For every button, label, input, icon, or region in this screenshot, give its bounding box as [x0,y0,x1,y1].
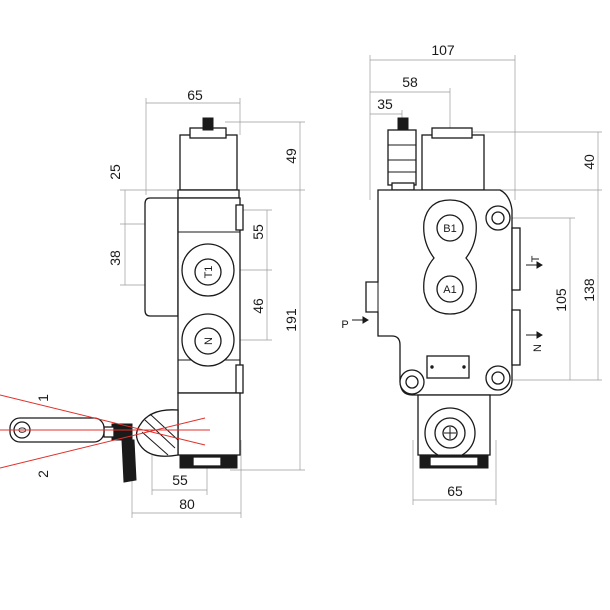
port-p-label: P [341,319,348,331]
port-n-left-label: N [203,337,215,345]
right-connector [387,129,417,186]
dim-right-65: 65 [447,483,463,499]
right-view: B1 A1 P T N 107 58 35 40 138 105 65 [341,42,602,505]
dim-right-58: 58 [402,74,418,90]
right-dimension-lines [369,55,602,505]
lever-pos-1: 1 [35,394,51,402]
dim-right-40: 40 [581,154,597,170]
dim-left-191: 191 [283,308,299,332]
port-n-right-label: N [532,344,544,352]
dim-left-55: 55 [250,224,266,240]
left-view: T1 N 0 1 2 65 49 25 38 [0,87,305,518]
left-side-block [144,197,179,317]
port-n-left-inner [194,327,222,355]
lever-travel [0,394,210,469]
port-a1 [436,275,464,303]
dim-left-49: 49 [283,148,299,164]
port-t1-inner [194,258,222,286]
right-top-stud [397,117,409,131]
name-plate [426,355,470,379]
right-top-block [421,134,485,191]
dim-right-107: 107 [431,42,455,58]
dim-right-105: 105 [553,288,569,312]
port-a1-label: A1 [443,284,456,296]
port-t1-label: T1 [203,266,215,279]
dim-left-46: 46 [250,298,266,314]
dim-left-38: 38 [107,250,123,266]
port-b1-label: B1 [443,223,456,235]
port-b1 [436,214,464,242]
dim-left-65: 65 [187,87,203,103]
left-top-cap [179,134,238,191]
port-t-label: T [530,255,542,262]
left-lower-body [177,392,241,456]
dim-right-138: 138 [581,278,597,302]
left-top-stud [202,117,214,131]
dim-right-35: 35 [377,96,393,112]
dim-left-25: 25 [107,164,123,180]
lever-pos-2: 2 [35,470,51,478]
lever-stop-pin [121,439,137,483]
dim-left-80: 80 [179,496,195,512]
dim-left-55-bottom: 55 [172,472,188,488]
